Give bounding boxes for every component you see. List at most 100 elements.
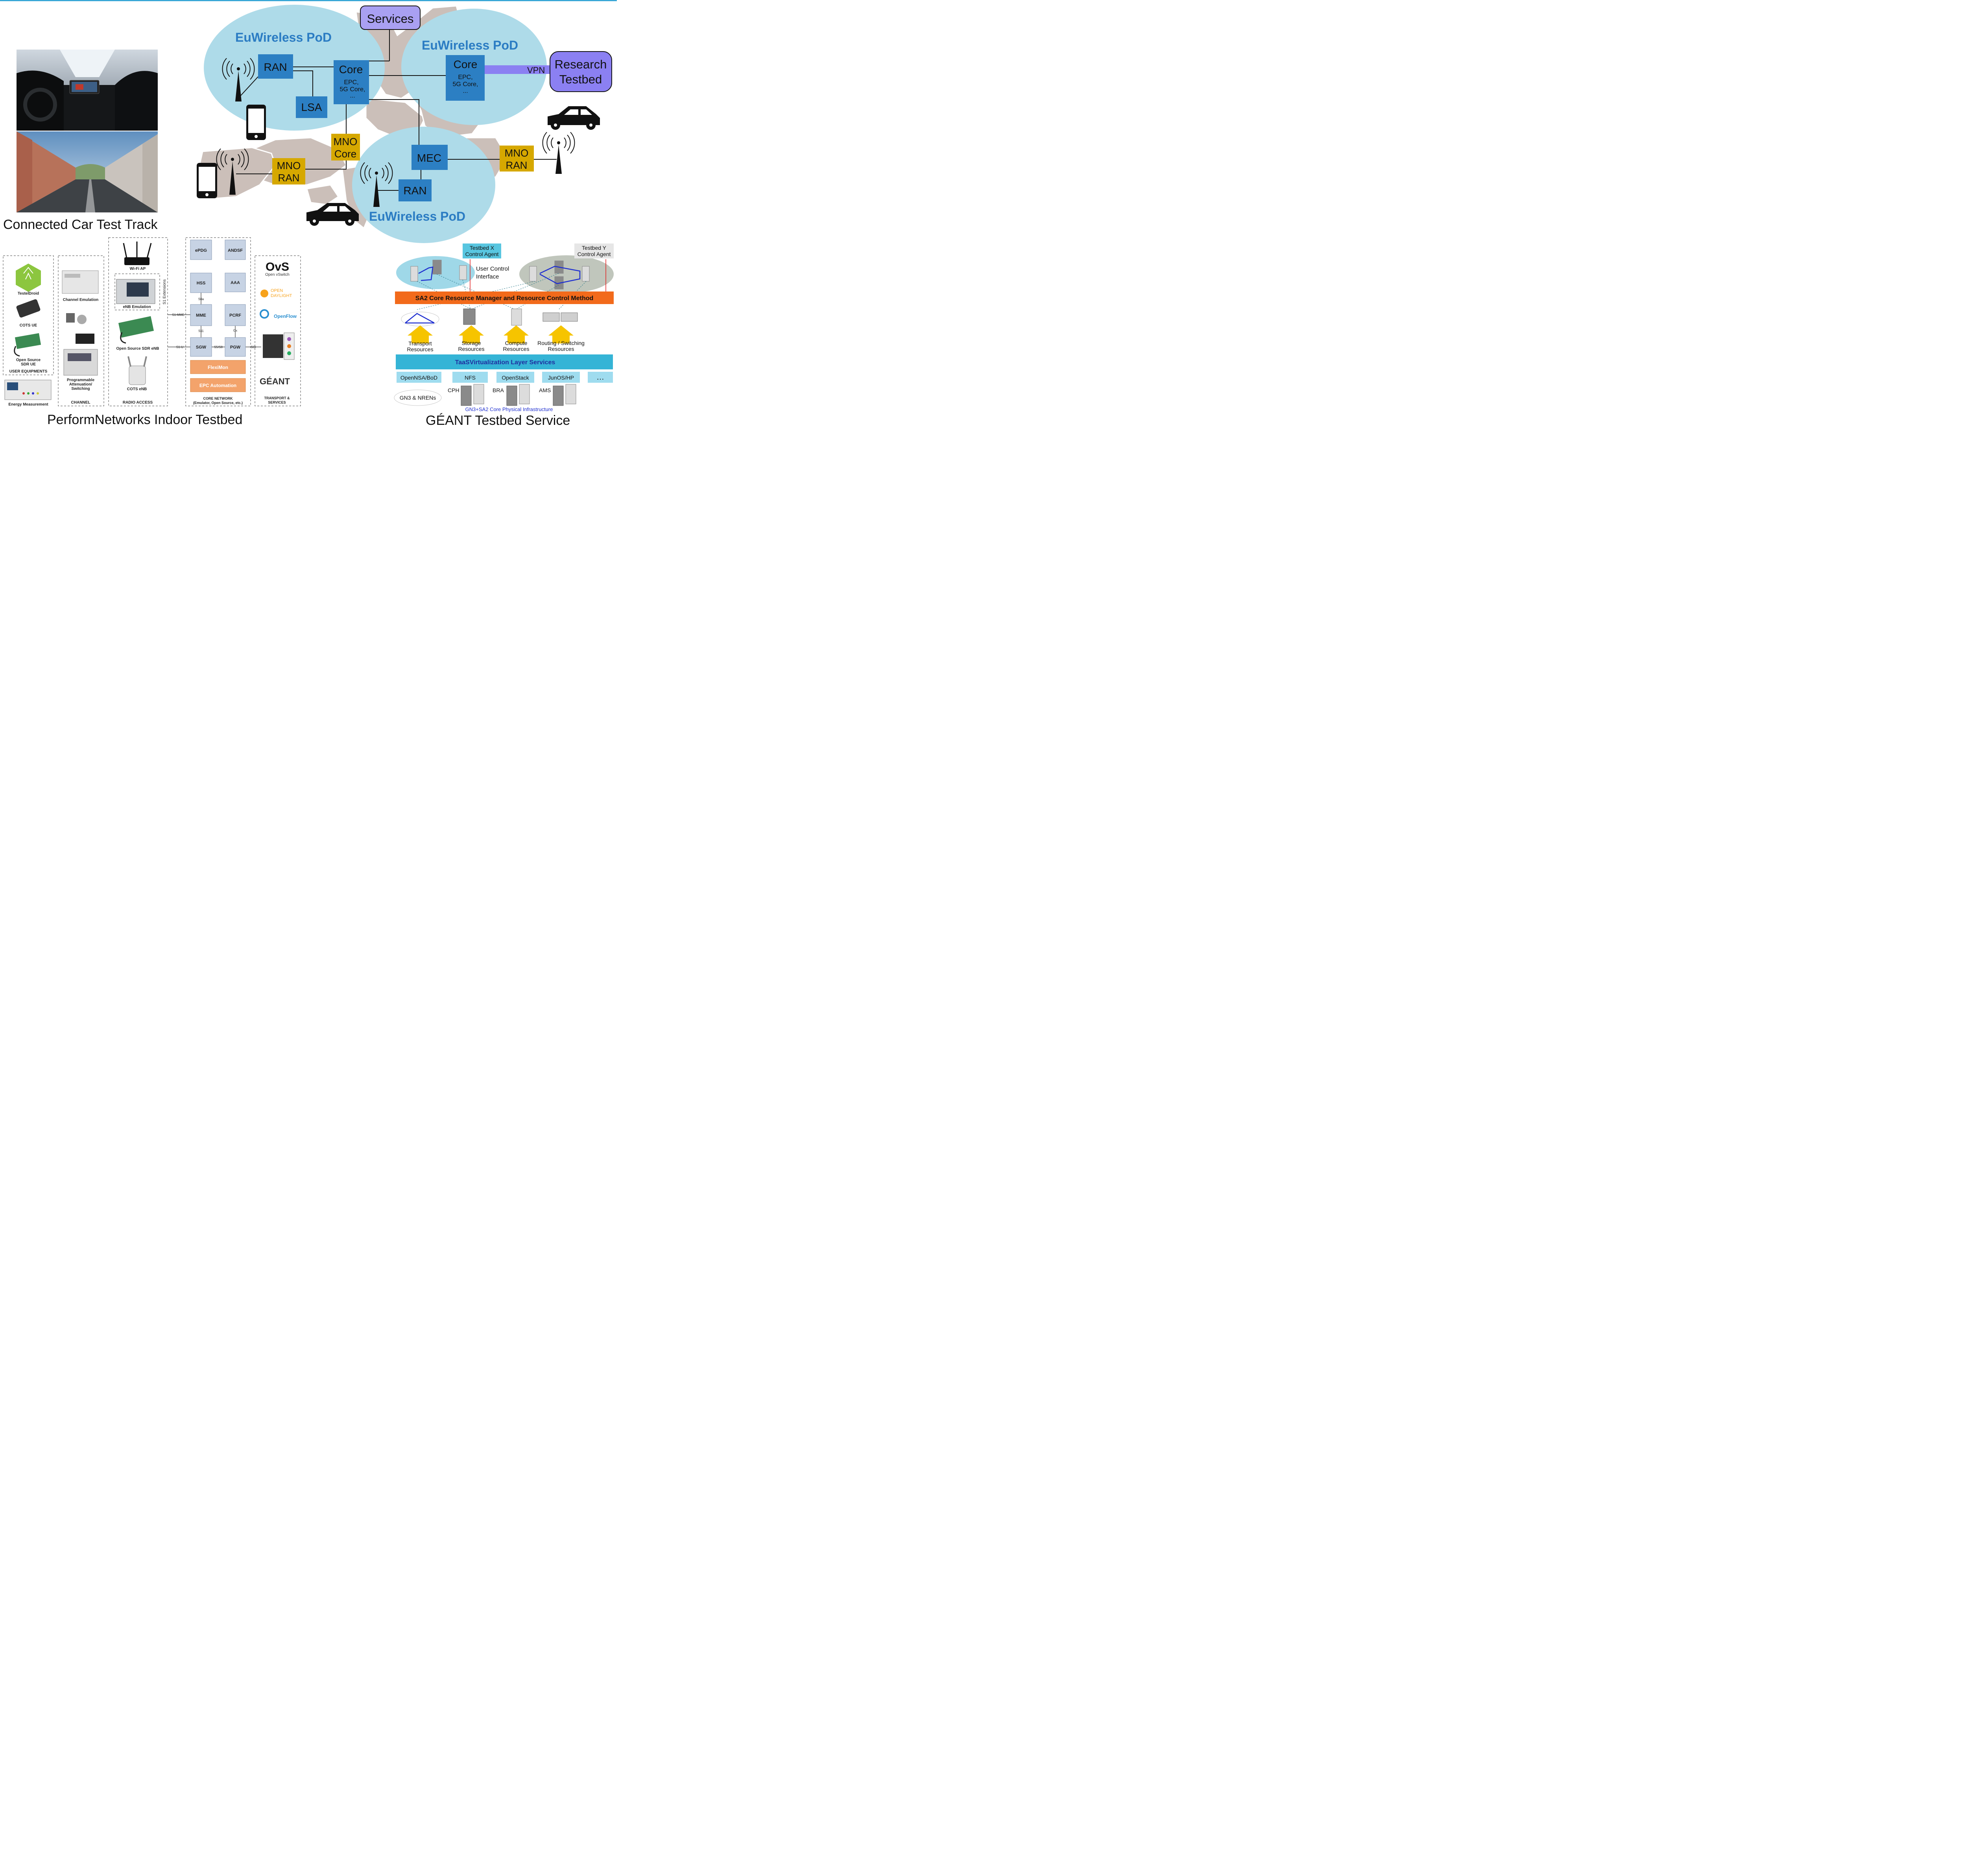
infra-servers bbox=[461, 384, 576, 406]
car-track-photos bbox=[17, 50, 158, 212]
sdr-enb-label: Open Source SDR eNB bbox=[116, 347, 159, 351]
mno-ran-box-2 bbox=[500, 146, 534, 172]
odl-label-2: DAYLIGHT bbox=[271, 293, 292, 298]
ovs-logo: OvS bbox=[266, 260, 289, 273]
vpn-link bbox=[485, 65, 552, 74]
andsf-box bbox=[225, 240, 246, 260]
service-openstack-label: OpenStack bbox=[502, 374, 529, 381]
andsf-label: ANDSF bbox=[228, 248, 243, 253]
compute-res-label-2: Resources bbox=[503, 346, 530, 352]
epc-automation-box bbox=[190, 378, 246, 392]
hss-label: HSS bbox=[197, 281, 206, 286]
pgw-box bbox=[225, 337, 246, 357]
antenna-icon bbox=[360, 162, 393, 207]
agent-y-label-2: Control Agent bbox=[578, 251, 611, 257]
transport-label-1: TRANSPORT & bbox=[264, 396, 290, 400]
antenna-icon bbox=[222, 58, 255, 101]
s5s8-label: S5/S8 bbox=[214, 345, 223, 349]
caption-connected-car: Connected Car Test Track bbox=[3, 217, 158, 232]
core-box-2 bbox=[446, 55, 485, 101]
network-links bbox=[236, 29, 557, 191]
mno-ran-2-label-2: RAN bbox=[506, 159, 528, 171]
caption-geant: GÉANT Testbed Service bbox=[426, 413, 570, 428]
mno-ran-2-label-1: MNO bbox=[505, 147, 529, 159]
pod-title-3: EuWireless PoD bbox=[369, 209, 465, 223]
energy-label: Energy Measurement bbox=[8, 402, 48, 407]
pod-title-1: EuWireless PoD bbox=[235, 30, 332, 44]
attenuator-device-icon bbox=[63, 349, 98, 376]
sdr-ue-label-2: SDR UE bbox=[21, 362, 36, 367]
attenuator-parts-icon bbox=[66, 313, 94, 344]
core-network-label-1: CORE NETWORK bbox=[203, 397, 233, 400]
car-icon bbox=[548, 106, 600, 130]
wifi-ap-label: Wi-Fi AP bbox=[130, 267, 146, 271]
research-testbed-box bbox=[550, 51, 612, 92]
compute-server-icon bbox=[511, 308, 522, 326]
performnetworks-diagram: TestelDroid COTS UE Open Source SDR UE U… bbox=[3, 237, 301, 407]
sgw-label: SGW bbox=[196, 345, 207, 350]
server-rack-icon bbox=[263, 332, 295, 360]
routing-res-label-2: Resources bbox=[548, 346, 574, 352]
epdg-box bbox=[190, 240, 212, 260]
openflow-label: OpenFlow bbox=[274, 314, 297, 319]
service-opennsa-label: OpenNSA/BoD bbox=[400, 374, 437, 381]
sdr-board-icon bbox=[14, 333, 41, 357]
cots-enb-icon bbox=[127, 356, 147, 385]
sa2-bar-label: SA2 Core Resource Manager and Resource C… bbox=[415, 295, 594, 302]
service-junos-box bbox=[542, 372, 580, 383]
wifi-router-icon bbox=[123, 242, 152, 265]
fleximon-box bbox=[190, 360, 246, 374]
openflow-logo-icon bbox=[260, 309, 269, 319]
mno-core-box bbox=[331, 134, 360, 160]
sdr-enb-board-icon bbox=[118, 316, 154, 344]
site-ams-label: AMS bbox=[539, 387, 551, 393]
energy-meter-icon bbox=[4, 380, 52, 400]
s1-extensions-label: S1 Extensions bbox=[162, 279, 167, 304]
transport-res-label-2: Resources bbox=[407, 346, 434, 352]
s1-u-label: S1-U bbox=[176, 345, 183, 349]
services-label: Services bbox=[367, 12, 414, 26]
phone-icon bbox=[16, 299, 41, 318]
mno-core-label-1: MNO bbox=[334, 136, 358, 148]
mno-ran-box-1 bbox=[272, 158, 305, 184]
smartphone-icon bbox=[197, 163, 217, 198]
lsa-label: LSA bbox=[301, 101, 322, 113]
service-nfs-label: NFS bbox=[465, 374, 476, 381]
mec-box bbox=[411, 145, 448, 170]
sgw-box bbox=[190, 337, 212, 357]
attenuation-label-2: Attenuation/ bbox=[69, 382, 92, 387]
group-radio-access bbox=[108, 237, 168, 406]
physical-infra-label: GN3+SA2 Core Physical Infrastructure bbox=[465, 406, 553, 412]
enb-emulation-frame bbox=[114, 273, 160, 310]
attenuation-label-3: Switching bbox=[71, 387, 90, 391]
core-detail-2b: 5G Core, bbox=[453, 81, 478, 88]
geant-diagram: Testbed X Control Agent Testbed Y Contro… bbox=[394, 243, 614, 412]
channel-emulator-icon bbox=[62, 270, 99, 294]
transport-res-label-1: Transport bbox=[408, 340, 432, 347]
group-transport bbox=[255, 255, 301, 406]
service-nfs-box bbox=[452, 372, 488, 383]
routing-res-label-1: Routing / Switching bbox=[537, 340, 585, 346]
compute-arrow bbox=[504, 325, 529, 343]
car-icon bbox=[306, 203, 359, 226]
epdg-label: ePDG bbox=[195, 248, 207, 253]
mme-box bbox=[190, 304, 212, 326]
uci-label-1: User Control bbox=[476, 266, 509, 272]
site-bra-label: BRA bbox=[493, 387, 504, 393]
virtualization-label: TaaSVirtualization Layer Services bbox=[455, 359, 555, 366]
core-label-1: Core bbox=[339, 63, 363, 76]
ran-label-1: RAN bbox=[264, 61, 287, 73]
user-equipments-label: USER EQUIPMENTS bbox=[9, 369, 48, 374]
group-channel bbox=[58, 255, 104, 406]
enb-emulation-label: eNB Emulation bbox=[123, 305, 151, 309]
s11-label: S11 bbox=[198, 329, 204, 333]
top-accent-line bbox=[0, 0, 617, 1]
transport-label-2: SERVICES bbox=[268, 400, 286, 404]
fleximon-label: FlexiMon bbox=[208, 365, 228, 370]
compute-res-label-1: Compute bbox=[505, 340, 528, 346]
virtualization-bar bbox=[396, 354, 613, 369]
smartphone-icon bbox=[246, 105, 266, 140]
core-label-2: Core bbox=[454, 58, 478, 70]
s1-mme-label: S1-MME bbox=[172, 313, 184, 317]
transport-arrow bbox=[408, 325, 433, 343]
